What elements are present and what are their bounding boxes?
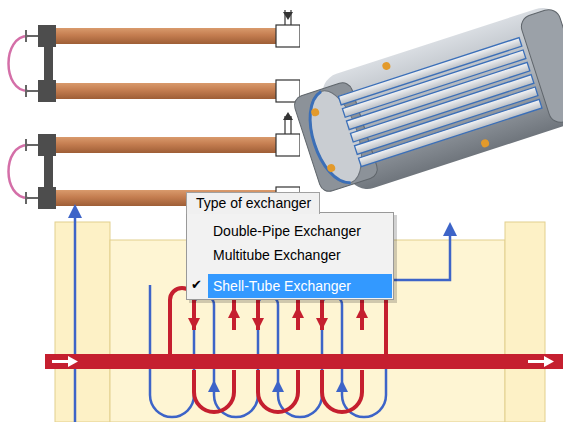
check-mark: ✔ bbox=[191, 277, 202, 292]
dropdown-menu: Type of exchangerDouble-Pipe ExchangerMu… bbox=[186, 192, 394, 214]
menu-text: Multitube Exchanger bbox=[213, 247, 341, 263]
menu-text: Double-Pipe Exchanger bbox=[213, 223, 361, 239]
menu-item-selected: ✔Shell-Tube Exchanger bbox=[208, 274, 392, 298]
menu-text: Shell-Tube Exchanger bbox=[208, 274, 351, 298]
menu-item: Double-Pipe Exchanger bbox=[213, 223, 361, 239]
menu-header: Type of exchanger bbox=[186, 192, 320, 214]
menu-item: Multitube Exchanger bbox=[213, 247, 341, 263]
double-pipe-drawing bbox=[9, 2, 327, 209]
shell-tube-drawing bbox=[45, 204, 563, 422]
multitube-render bbox=[289, 0, 563, 203]
